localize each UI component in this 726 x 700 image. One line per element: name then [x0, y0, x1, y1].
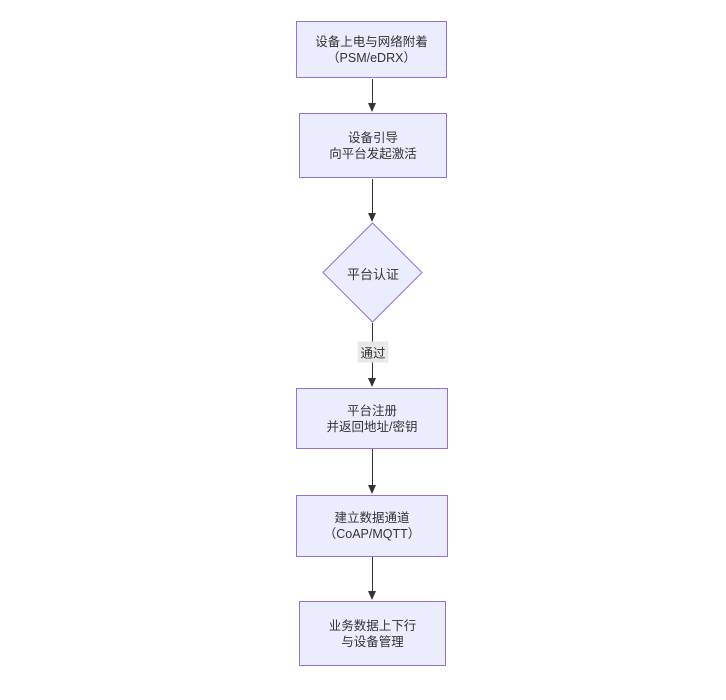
- node-text-line: 向平台发起激活: [329, 146, 417, 161]
- edge-label-pass: 通过: [357, 341, 389, 363]
- edge-line-4: [372, 449, 373, 487]
- flow-decision-platform-auth: 平台认证: [322, 222, 424, 323]
- flow-node-platform-register: 平台注册 并返回地址/密钥: [296, 388, 448, 449]
- edge-line-1: [372, 79, 373, 105]
- node-text-line: 建立数据通道: [334, 511, 410, 525]
- node-text-line: （CoAP/MQTT）: [323, 527, 421, 541]
- node-text-line: 设备引导: [347, 130, 398, 145]
- node-text-line: 与设备管理: [341, 634, 404, 649]
- node-text-line: （PSM/eDRX）: [327, 50, 416, 65]
- flow-node-bootstrap-activate: 设备引导 向平台发起激活: [299, 113, 447, 178]
- node-text-line: 并返回地址/密钥: [326, 419, 418, 434]
- edge-line-2: [372, 179, 373, 215]
- node-text-line: 平台注册: [346, 403, 397, 418]
- arrowhead-down-icon: [368, 485, 376, 494]
- node-text-line: 业务数据上下行: [328, 618, 417, 633]
- arrowhead-down-icon: [368, 103, 376, 112]
- arrowhead-down-icon: [368, 591, 376, 600]
- node-text-line: 设备上电与网络附着: [315, 34, 428, 49]
- flow-node-power-attach: 设备上电与网络附着 （PSM/eDRX）: [296, 21, 447, 78]
- edge-line-5: [372, 557, 373, 593]
- flow-node-business-data-mgmt: 业务数据上下行 与设备管理: [299, 601, 446, 666]
- arrowhead-down-icon: [368, 378, 376, 387]
- arrowhead-down-icon: [368, 213, 376, 222]
- flow-node-data-channel: 建立数据通道 （CoAP/MQTT）: [296, 495, 448, 557]
- node-text-line: 平台认证: [346, 266, 399, 282]
